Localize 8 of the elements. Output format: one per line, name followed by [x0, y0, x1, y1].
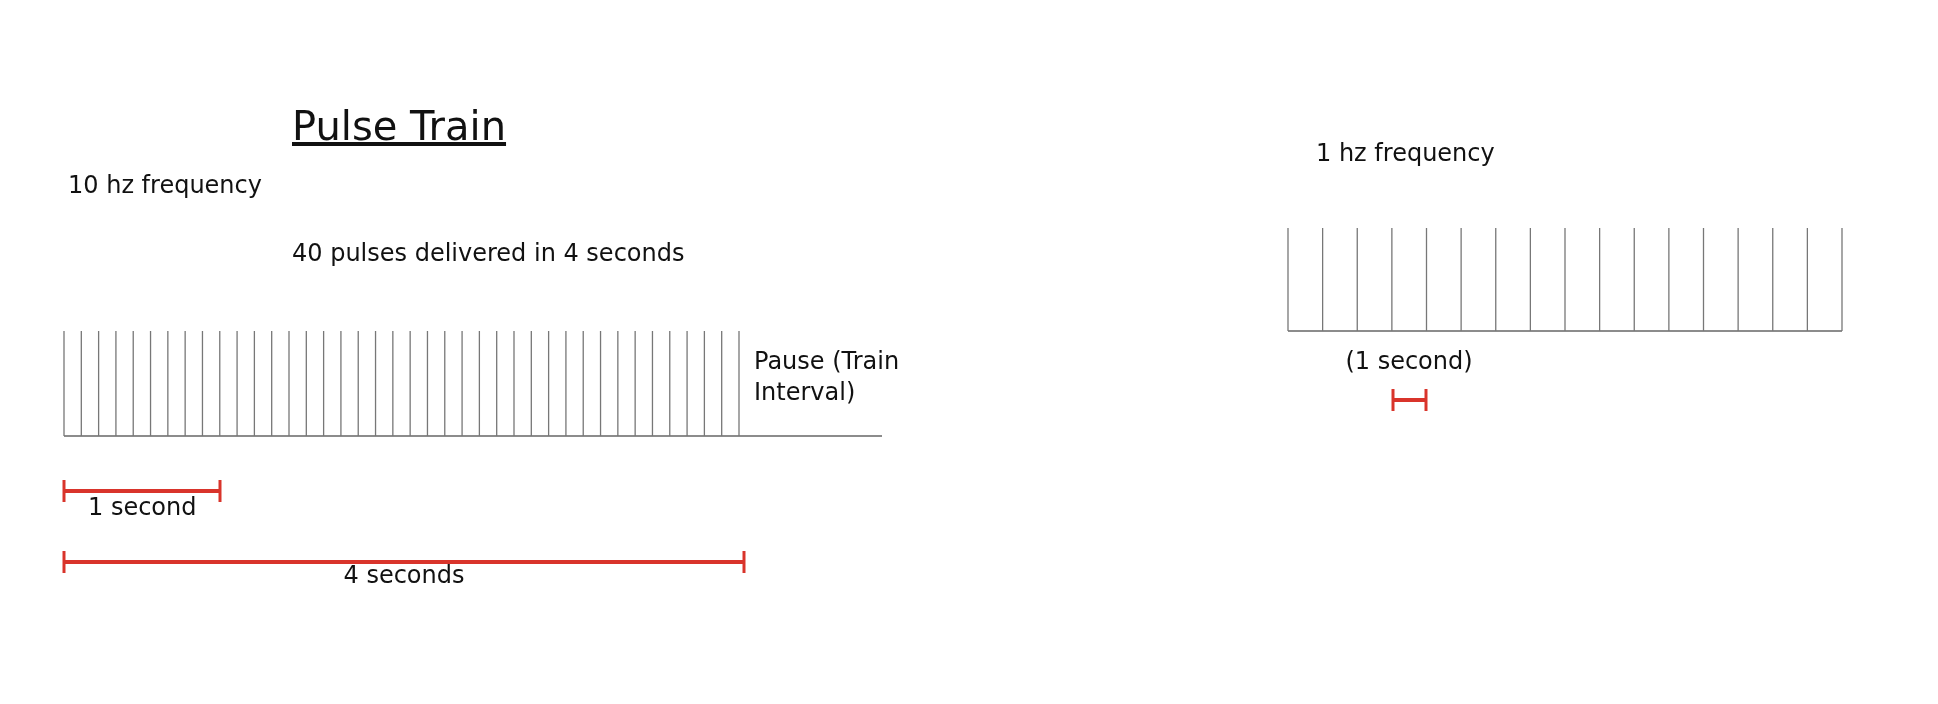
dimension-label: 4 seconds: [343, 560, 465, 591]
note: 40 pulses delivered in 4 seconds: [292, 238, 685, 269]
frequency-label: 10 hz frequency: [68, 170, 262, 201]
title: Pulse Train: [292, 102, 507, 151]
pause-label: Pause (Train Interval): [754, 346, 901, 409]
dimension-label: 1 second: [88, 492, 197, 523]
frequency-label: 1 hz frequency: [1316, 138, 1495, 169]
dimension-label: (1 second): [1345, 346, 1473, 377]
